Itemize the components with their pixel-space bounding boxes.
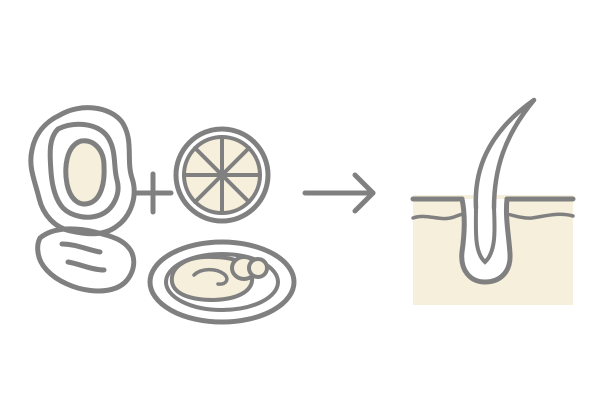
oyster-lower-ridge <box>59 241 103 255</box>
plate-icon <box>147 239 297 325</box>
oyster-shell-ridge <box>47 121 121 220</box>
oyster-meat <box>63 138 107 207</box>
plus-icon <box>132 171 174 215</box>
hair-strand <box>473 97 537 211</box>
oyster-lower-shell <box>35 226 137 294</box>
arrow-right-icon <box>302 172 376 214</box>
hair-follicle-icon <box>410 97 576 305</box>
garnish <box>247 257 269 279</box>
oyster-lower-ridge <box>65 259 107 273</box>
follicle-inner <box>473 206 497 265</box>
follicle <box>459 196 513 285</box>
plated-oyster-swirl <box>192 267 229 286</box>
oyster-icon <box>28 105 137 294</box>
citrus-slice-icon <box>173 126 271 224</box>
